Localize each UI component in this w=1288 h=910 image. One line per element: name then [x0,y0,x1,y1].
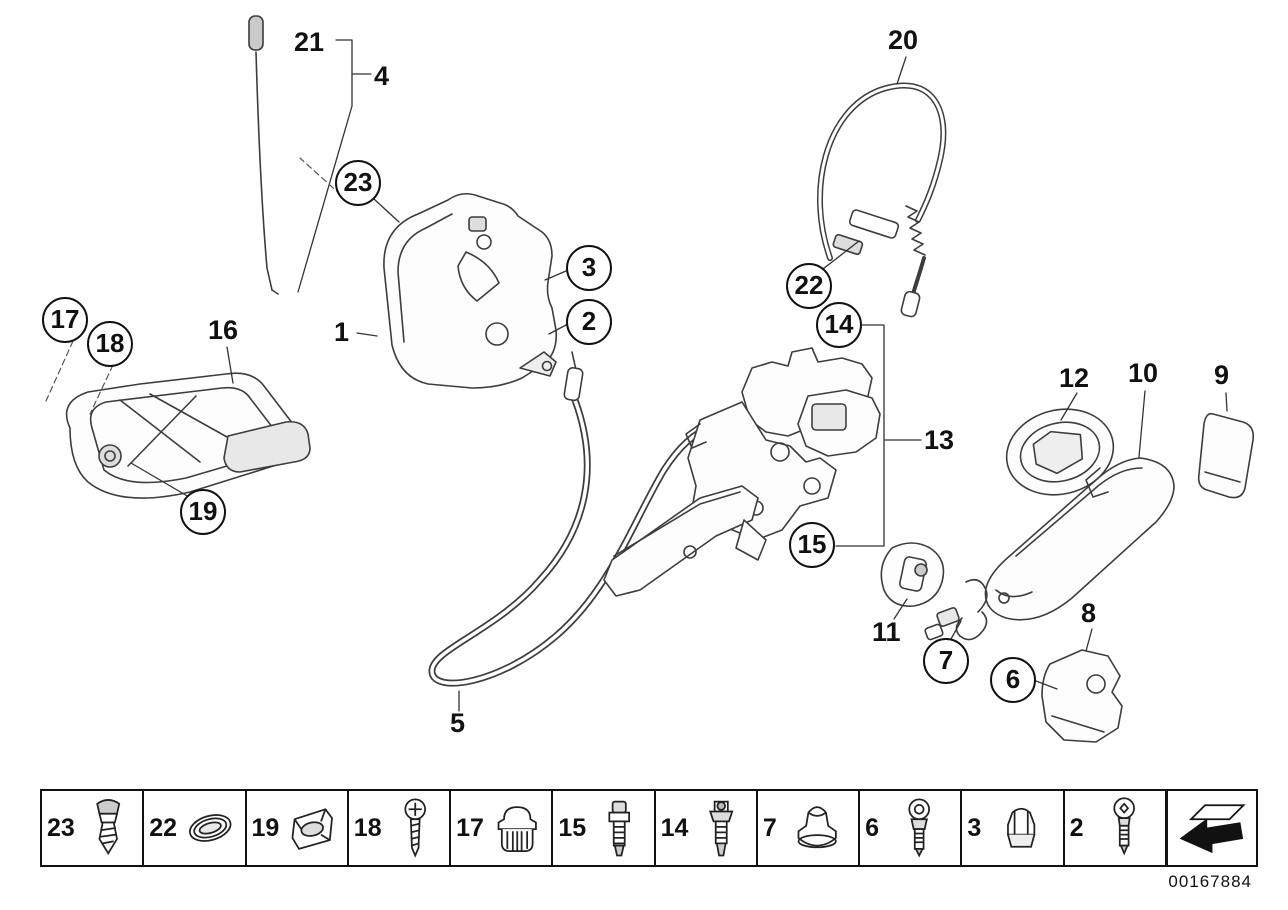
grommet-icon [797,806,837,849]
countersunk-screw-icon [908,798,930,858]
callout-23[interactable]: 23 [335,160,381,206]
leader-lines [130,39,1228,712]
legend-item-label: 23 [47,813,75,842]
part-9-handle-end-cap [1197,412,1255,499]
blind-rivet-icon [709,800,734,857]
callout-14[interactable]: 14 [816,302,862,348]
callout-2[interactable]: 2 [566,299,612,345]
part-4-locking-rod [255,51,279,295]
callout-17[interactable]: 17 [42,297,88,343]
callout-8[interactable]: 8 [1081,598,1097,628]
callout-18[interactable]: 18 [87,321,133,367]
callout-22[interactable]: 22 [786,263,832,309]
legend-item-19[interactable]: 19 [245,789,348,867]
part-13-outer-handle-carrier [603,347,881,597]
callout-7[interactable]: 7 [923,638,969,684]
part-20-bowden-cable [816,82,947,318]
interior-handle-lever [223,420,311,473]
legend-item-7[interactable]: 7 [756,789,860,867]
legend-item-label: 22 [149,813,178,842]
callout-15[interactable]: 15 [789,522,835,568]
legend-item-label: 6 [865,813,880,842]
legend-item-label: 7 [762,813,777,842]
sealing-plug-icon [497,806,537,852]
dashed-leader-lines [45,157,342,415]
legend-item-label: 17 [456,813,484,842]
expanding-rivet-icon [96,799,121,855]
callout-13[interactable]: 13 [924,425,955,455]
legend-item-label: 14 [660,813,689,842]
part-16-interior-handle-base [65,372,311,499]
cable-adjuster [832,209,900,256]
part-10-outer-door-handle [984,457,1175,621]
legend-item-label: 18 [353,813,382,842]
callout-12[interactable]: 12 [1059,363,1090,393]
legend-item-18[interactable]: 18 [347,789,451,867]
part-7-connector-wires [924,578,988,641]
legend-item-22[interactable]: 22 [143,789,246,867]
legend-item-23[interactable]: 23 [40,789,144,867]
callout-21[interactable]: 21 [294,27,325,57]
callout-1[interactable]: 1 [334,317,350,347]
legend-item-17[interactable]: 17 [450,789,553,867]
pan-head-screw-icon [404,798,426,858]
direction-arrow-icon [1179,804,1246,854]
legend-item-label: 19 [251,813,280,842]
callout-20[interactable]: 20 [888,25,919,55]
legend-item-15[interactable]: 15 [552,789,655,867]
part-12-gasket [1005,408,1115,496]
part-21-locking-knob [248,15,264,51]
callout-5[interactable]: 5 [450,708,466,738]
stud-bolt-icon [608,800,631,857]
legend-item-3[interactable]: 3 [961,789,1064,867]
callout-19[interactable]: 19 [180,489,226,535]
legend-nav-arrow[interactable] [1165,789,1258,867]
part-5-bowden-cable [428,351,716,687]
legend-item-label: 2 [1069,813,1084,842]
diagram-number: 00167884 [1168,872,1252,891]
part-1-door-lock [383,192,558,389]
part-11-seal [880,542,945,607]
callout-4[interactable]: 4 [374,61,390,91]
callout-11[interactable]: 11 [872,617,901,647]
legend-item-2[interactable]: 2 [1063,789,1166,867]
legend-item-label: 15 [558,813,587,842]
callout-3[interactable]: 3 [566,245,612,291]
speed-nut-icon [291,808,334,850]
fastener-legend: 23 22 19 18 [40,789,1258,867]
callout-9[interactable]: 9 [1214,360,1230,390]
cable-spring [905,205,926,256]
cap-nut-icon [1007,807,1036,848]
oval-gasket-icon [189,814,232,842]
legend-item-label: 3 [967,813,982,842]
callout-6[interactable]: 6 [990,657,1036,703]
part-19-pin [98,444,122,468]
legend-item-14[interactable]: 14 [654,789,757,867]
legend-item-6[interactable]: 6 [859,789,962,867]
part-8-door-bracket [1041,649,1123,743]
callout-10[interactable]: 10 [1128,358,1159,388]
torx-screw-icon [1112,797,1135,856]
callout-16[interactable]: 16 [208,315,239,345]
